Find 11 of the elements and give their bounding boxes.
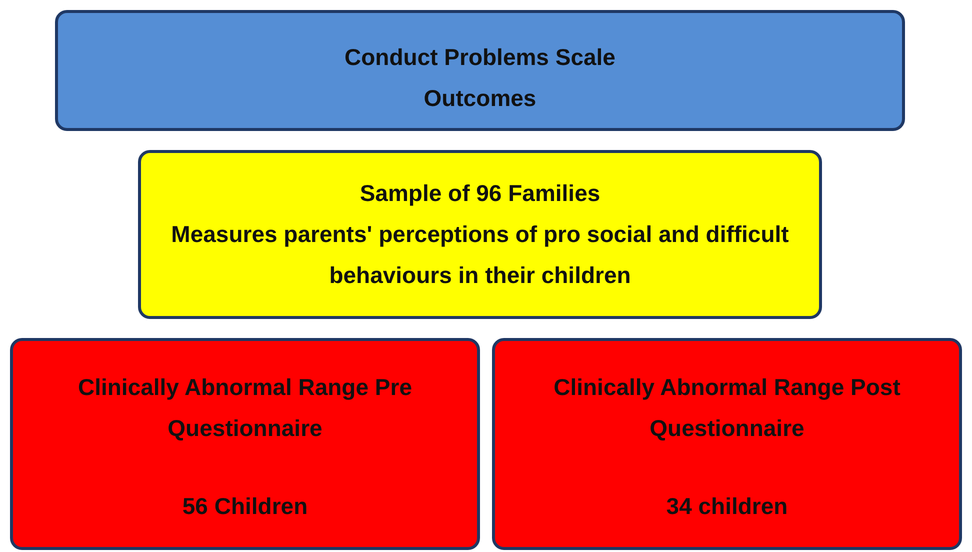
process-box [138, 150, 822, 319]
process-box [55, 10, 905, 131]
process-box [492, 338, 962, 550]
box-text: Measures parents' perceptions of pro social and difficult behaviours in their children [170, 220, 790, 290]
box-heading: Sample of 96 Families [360, 179, 600, 208]
box-text: 56 Children [182, 492, 308, 521]
box-text: 34 children [666, 492, 788, 521]
process-box [10, 338, 480, 550]
box-heading: Conduct Problems Scale Outcomes [344, 43, 616, 113]
box-heading: Clinically Abnormal Range Pre Questionnaire [76, 373, 414, 443]
box-heading: Clinically Abnormal Range Post Questionnaire [552, 373, 902, 443]
